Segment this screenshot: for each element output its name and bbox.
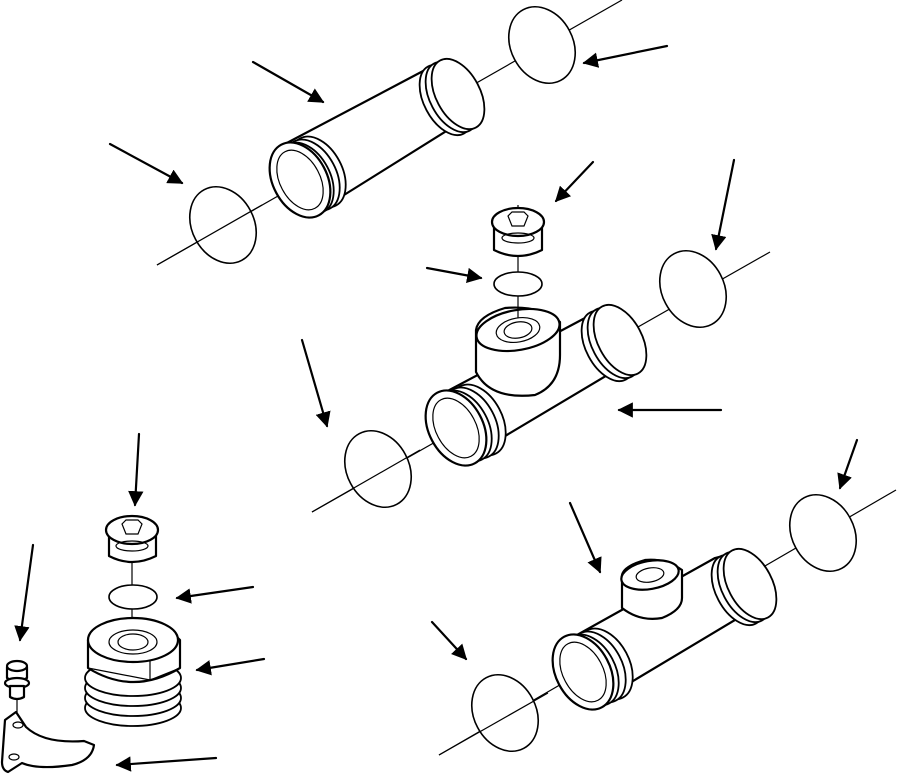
top-tube-left-threads xyxy=(268,135,347,219)
middle-right-gasket xyxy=(659,250,727,328)
tee-plug-o-ring xyxy=(493,271,543,297)
bottom-right-gasket xyxy=(789,494,857,572)
bolt-and-clamp xyxy=(0,659,96,774)
arrow-tee-o-ring xyxy=(425,266,483,284)
small-tee-left-threads xyxy=(551,627,634,711)
adapter-plug xyxy=(104,514,160,564)
arrow-hex-adapter xyxy=(195,657,266,676)
arrow-bottom-left-gasket xyxy=(430,620,468,661)
arrow-tee-plug xyxy=(554,160,595,203)
middle-left-gasket xyxy=(344,430,412,508)
arrow-top-tube xyxy=(251,60,325,104)
arrow-small-bolt xyxy=(14,543,35,642)
arrow-top-left-gasket xyxy=(108,142,184,185)
hex-adapter xyxy=(84,616,182,727)
arrow-bottom-right-gasket xyxy=(837,438,859,490)
hook-clamp xyxy=(0,710,96,774)
small-bolt xyxy=(3,659,31,718)
arrow-adapter-o-ring xyxy=(175,585,255,604)
top-tube-arrows xyxy=(108,44,669,185)
adapter-arrows xyxy=(128,432,266,676)
tee-right-threads xyxy=(580,303,648,383)
tee-fitting-assembly xyxy=(311,205,771,513)
top-tube-right-threads xyxy=(418,57,486,137)
arrow-middle-right-gasket xyxy=(711,158,736,251)
top-right-gasket xyxy=(508,6,576,84)
adapter-o-ring xyxy=(108,584,158,610)
bottom-left-gasket xyxy=(471,674,539,752)
top-left-gasket xyxy=(189,186,257,264)
clamp-arrows xyxy=(14,543,218,772)
small-tee-arrows xyxy=(430,438,859,661)
arrow-top-right-gasket xyxy=(582,44,669,68)
arrow-hook-clamp xyxy=(115,756,218,772)
tee-arrows xyxy=(300,158,736,428)
arrow-middle-left-gasket xyxy=(300,338,331,428)
straight-tube-assembly xyxy=(156,0,623,266)
small-tee-right-threads xyxy=(710,547,778,627)
arrow-small-tee-boss xyxy=(568,501,602,574)
arrow-adapter-plug xyxy=(128,432,144,507)
small-tee-assembly xyxy=(438,489,897,756)
adapter-stack xyxy=(84,514,182,727)
tee-plug xyxy=(490,206,546,258)
tee-left-threads xyxy=(424,383,507,467)
